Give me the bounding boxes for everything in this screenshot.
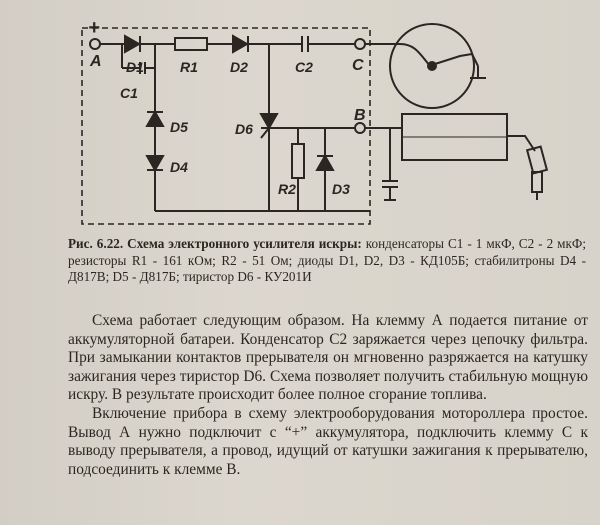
paragraph-2: Включение прибора в схему электрооборудо… [68, 404, 588, 478]
paragraph-1: Схема работает следующим образом. На кле… [68, 312, 588, 404]
spark-plug-cap [525, 145, 549, 175]
label-d4: D4 [170, 159, 188, 175]
terminal-c[interactable] [354, 38, 366, 50]
zener-d5 [145, 109, 165, 127]
resistor-r2 [291, 143, 305, 179]
label-d1: D1 [126, 59, 144, 75]
circuit-diagram: + A D1 R1 D2 C2 C C1 D5 D4 D6 B R2 D3 [81, 17, 549, 225]
label-c: C [352, 57, 364, 74]
enclosure-dashed-box [81, 27, 371, 225]
label-r2: R2 [278, 181, 296, 197]
caption-text: конденсаторы С1 - 1 мкФ, С2 - 2 мкФ; рез… [68, 236, 586, 284]
label-c2: C2 [295, 59, 313, 75]
figure-caption: Рис. 6.22. Схема электронного усилителя … [68, 236, 586, 286]
terminal-b[interactable] [354, 122, 366, 134]
spark-plug [531, 171, 543, 193]
resistor-r1 [174, 37, 208, 51]
body-text: Схема работает следующим образом. На кле… [68, 312, 588, 479]
terminal-a[interactable] [89, 38, 101, 50]
label-d5: D5 [170, 119, 188, 135]
label-d6: D6 [235, 121, 253, 137]
diode-d3 [315, 153, 335, 171]
diode-d2 [232, 34, 250, 54]
label-c1: C1 [120, 85, 138, 101]
label-a: A [89, 53, 102, 70]
label-plus: + [88, 17, 100, 39]
label-d3: D3 [332, 181, 350, 197]
thyristor-d6 [259, 113, 279, 131]
label-d2: D2 [230, 59, 248, 75]
diode-d1 [124, 34, 142, 54]
breaker-contacts [389, 23, 475, 109]
zener-d4 [145, 155, 165, 173]
label-b: B [354, 107, 366, 124]
label-r1: R1 [180, 59, 198, 75]
caption-title: Рис. 6.22. Схема электронного усилителя … [68, 236, 362, 251]
